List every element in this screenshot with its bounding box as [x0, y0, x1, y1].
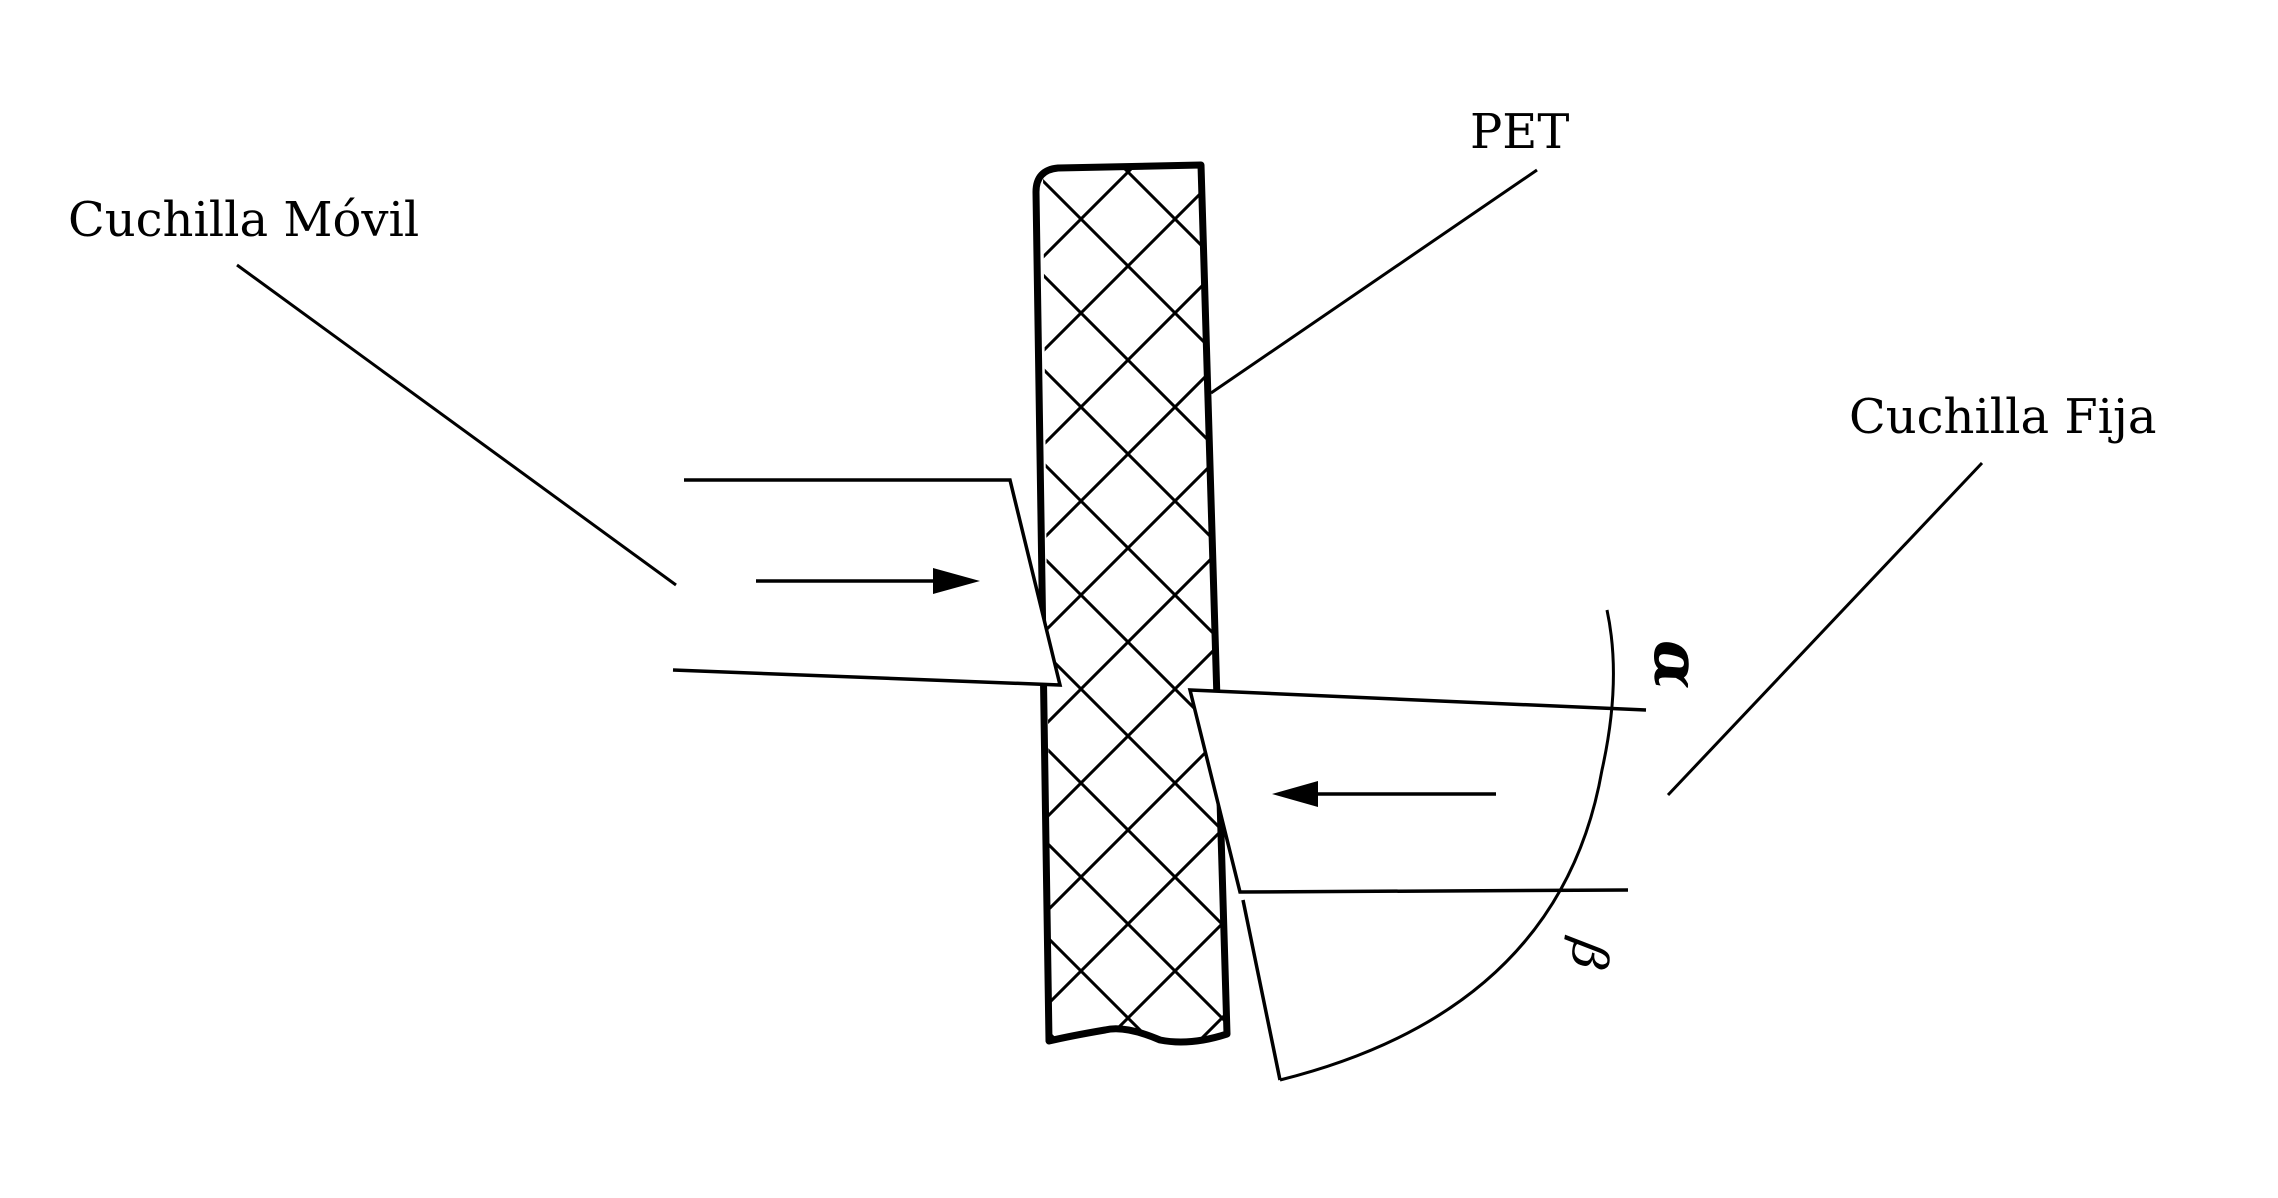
fixed-blade-arrow-head — [1272, 781, 1318, 807]
leader-line-moving-blade — [236, 263, 677, 587]
label-fixed-blade: Cuchilla Fija — [1849, 389, 2157, 445]
fixed-blade-outline — [1187, 688, 1647, 894]
label-pet: PET — [1470, 104, 1569, 160]
pet-hatch-fill — [1043, 165, 1227, 1043]
fixed-blade — [1187, 609, 1647, 1082]
pet-strip — [1032, 161, 1231, 1046]
pet-outline — [1032, 161, 1231, 1046]
moving-blade — [672, 478, 1063, 687]
moving-blade-arrow-head — [933, 568, 980, 594]
label-moving-blade: Cuchilla Móvil — [68, 192, 419, 248]
fixed-blade-relief-line — [1241, 899, 1282, 1081]
angle-arc — [1279, 609, 1615, 1082]
moving-blade-outline — [672, 478, 1063, 687]
fixed-blade-fill — [1190, 690, 1646, 892]
label-beta: β — [1558, 934, 1620, 975]
label-alpha: α — [1639, 640, 1714, 689]
leader-line-fixed-blade — [1666, 461, 1984, 797]
leader-line-pet — [1210, 168, 1538, 395]
